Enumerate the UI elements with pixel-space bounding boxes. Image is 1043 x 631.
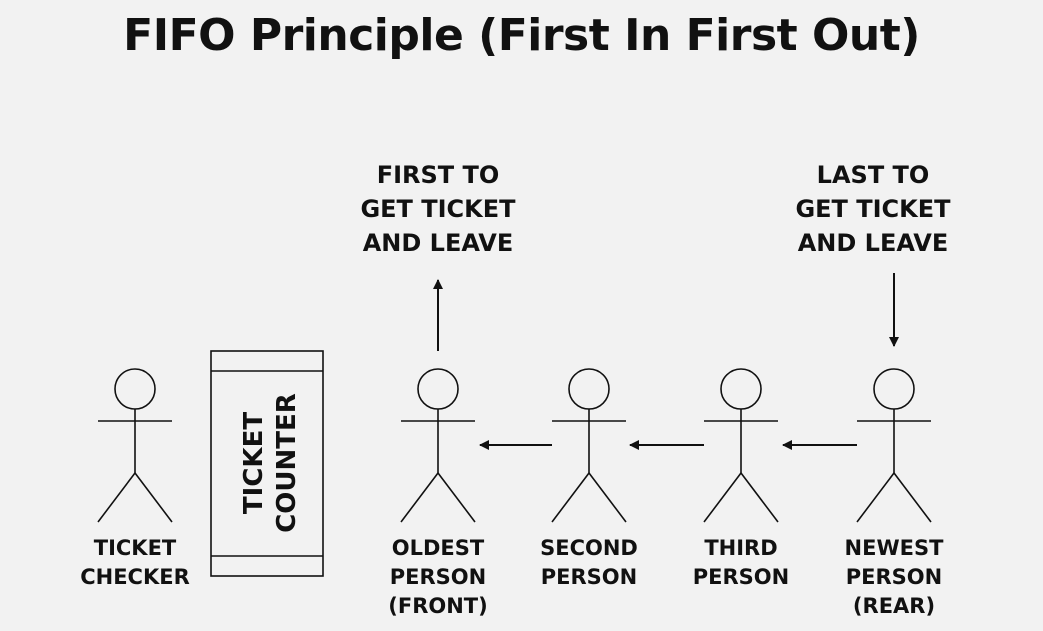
diagram-title: FIFO Principle (First In First Out) <box>123 10 920 61</box>
label-line: SECOND <box>540 536 638 560</box>
second-person-label: SECOND PERSON <box>509 534 669 592</box>
label-line: PERSON <box>845 565 943 589</box>
last-in-caption-line: LAST TO <box>816 161 930 189</box>
oldest-person-figure <box>400 368 476 523</box>
label-line: NEWEST <box>844 536 944 560</box>
last-in-caption-line: AND LEAVE <box>797 229 949 257</box>
first-out-caption-line: GET TICKET <box>360 195 516 223</box>
label-line: (REAR) <box>852 594 936 618</box>
first-out-caption: FIRST TO GET TICKET AND LEAVE <box>338 158 538 260</box>
ticket-checker-label: TICKET CHECKER <box>55 534 215 592</box>
counter-label-line1: TICKET <box>239 412 269 514</box>
ticket-counter-box <box>210 350 324 577</box>
label-line: TICKET <box>93 536 177 560</box>
second-person-figure <box>551 368 627 523</box>
first-out-caption-line: AND LEAVE <box>362 229 514 257</box>
first-out-caption-line: FIRST TO <box>376 161 500 189</box>
label-line: PERSON <box>692 565 790 589</box>
oldest-person-label: OLDEST PERSON (FRONT) <box>358 534 518 621</box>
last-in-caption: LAST TO GET TICKET AND LEAVE <box>773 158 973 260</box>
third-person-figure <box>703 368 779 523</box>
newest-person-figure <box>856 368 932 523</box>
label-line: PERSON <box>389 565 487 589</box>
label-line: OLDEST <box>391 536 485 560</box>
label-line: (FRONT) <box>388 594 488 618</box>
label-line: PERSON <box>540 565 638 589</box>
ticket-checker-figure <box>97 368 173 523</box>
label-line: CHECKER <box>80 565 190 589</box>
label-line: THIRD <box>704 536 778 560</box>
last-in-caption-line: GET TICKET <box>795 195 951 223</box>
third-person-label: THIRD PERSON <box>661 534 821 592</box>
counter-label-line2: COUNTER <box>272 393 302 533</box>
newest-person-label: NEWEST PERSON (REAR) <box>814 534 974 621</box>
